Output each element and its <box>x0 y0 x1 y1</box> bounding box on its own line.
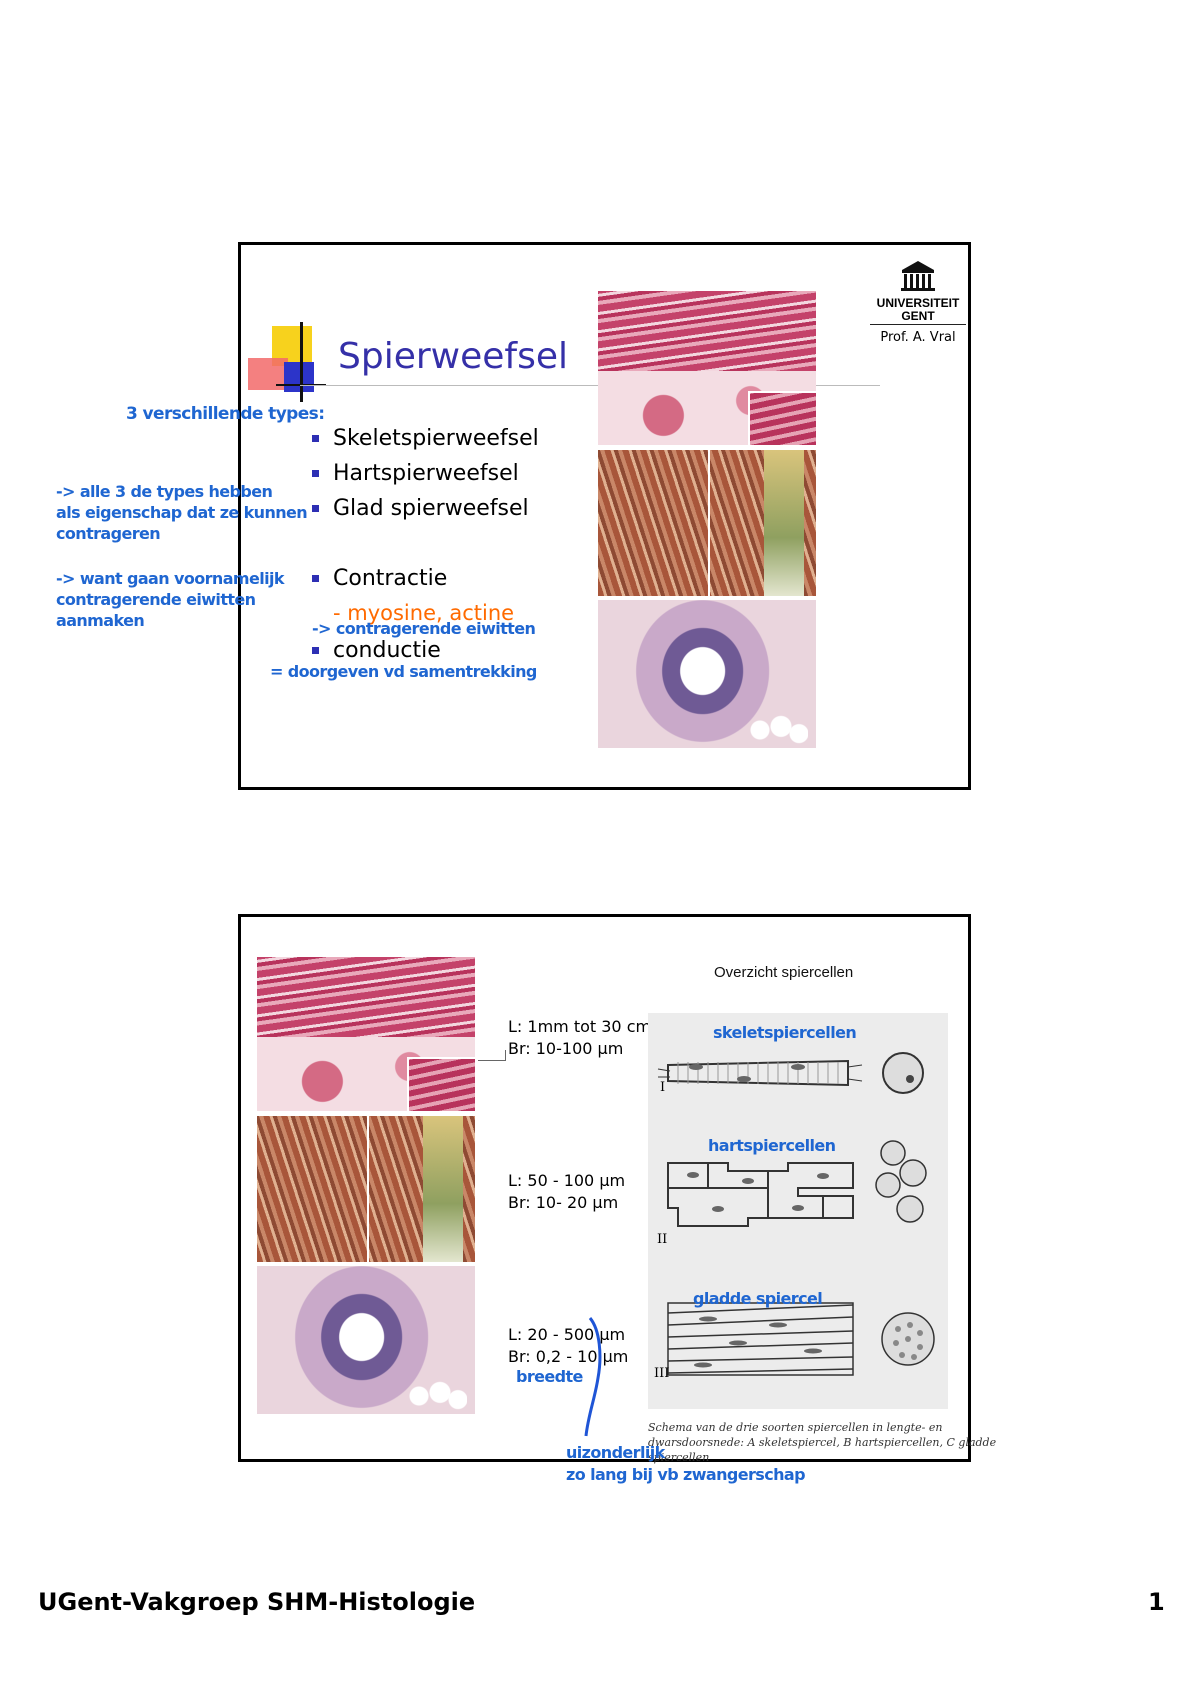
note-uitzonderlijk: uizonderlijk <box>566 1443 665 1462</box>
connector-line-vertical <box>505 1050 506 1061</box>
logo-line-1: UNIVERSITEIT <box>876 296 960 310</box>
roman-numeral-1: I <box>660 1080 666 1095</box>
note-eigenschap-3: contrageren <box>56 524 161 543</box>
skeletal-muscle-photo-2 <box>257 957 475 1111</box>
note-want-1: -> want gaan voornamelijk <box>56 569 285 588</box>
bullet-square-icon <box>312 435 319 442</box>
note-eigenschap-1: -> alle 3 de types hebben <box>56 482 273 501</box>
logo-underline <box>870 324 966 325</box>
skeletal-muscle-photo <box>598 291 816 445</box>
measure-skeletal-width: Br: 10-100 µm <box>508 1039 624 1058</box>
muscle-cell-diagram-svg <box>657 1052 935 1376</box>
roman-numeral-2: II <box>657 1232 668 1247</box>
note-eigenschap-2: als eigenschap dat ze kunnen <box>56 503 308 522</box>
handwritten-bracket <box>584 1317 602 1437</box>
note-zwangerschap: zo lang bij vb zwangerschap <box>566 1465 806 1484</box>
note-skeletspiercellen: skeletspiercellen <box>713 1023 857 1042</box>
cardiac-muscle-photo <box>598 450 816 596</box>
measure-skeletal-length: L: 1mm tot 30 cm <box>508 1017 652 1036</box>
bullet-square-icon <box>312 575 319 582</box>
figure-title: Overzicht spiercellen <box>714 964 854 981</box>
note-hartspiercellen: hartspiercellen <box>708 1136 836 1155</box>
bullet-square-icon <box>312 647 319 654</box>
footer-page-number: 1 <box>1148 1588 1165 1616</box>
note-want-3: aanmaken <box>56 611 145 630</box>
bullet-hartspierweefsel: Hartspierweefsel <box>312 461 519 486</box>
note-types: 3 verschillende types: <box>126 404 325 424</box>
bullet-square-icon <box>312 470 319 477</box>
bullet-skeletspierweefsel: Skeletspierweefsel <box>312 426 539 451</box>
footer-department: UGent-Vakgroep SHM-Histologie <box>38 1588 476 1616</box>
note-contragerende-eiwitten: -> contragerende eiwitten <box>312 619 536 638</box>
figure-caption-line-1: Schema van de drie soorten spiercellen i… <box>648 1421 943 1434</box>
measure-cardiac-length: L: 50 - 100 µm <box>508 1171 626 1190</box>
bullet-glad-spierweefsel: Glad spierweefsel <box>312 496 529 521</box>
note-doorgeven: = doorgeven vd samentrekking <box>270 662 537 681</box>
university-building-icon <box>901 261 935 291</box>
title-decoration <box>248 322 328 402</box>
note-breedte: breedte <box>516 1367 583 1386</box>
logo-line-2: GENT <box>901 309 935 323</box>
university-logo <box>868 258 968 298</box>
measure-cardiac-width: Br: 10- 20 µm <box>508 1193 619 1212</box>
connector-line <box>478 1060 506 1061</box>
title-underline <box>300 385 880 386</box>
cardiac-fibre-drawing <box>667 1162 854 1227</box>
note-want-2: contragerende eiwitten <box>56 590 256 609</box>
figure-caption-line-3: spiercellen <box>648 1451 710 1464</box>
skeletal-fibre-drawing <box>657 1052 924 1094</box>
smooth-muscle-photo-2 <box>257 1266 475 1414</box>
bullet-square-icon <box>312 505 319 512</box>
note-gladde-spiercel: gladde spiercel <box>693 1289 823 1308</box>
smooth-muscle-photo <box>598 600 816 748</box>
figure-caption-line-2: dwarsdoorsnede: A skeletspiercel, B hart… <box>648 1436 997 1449</box>
cardiac-muscle-photo-2 <box>257 1116 475 1262</box>
smooth-fibre-drawing <box>667 1302 854 1376</box>
bullet-contractie: Contractie <box>312 566 447 591</box>
professor-name: Prof. A. Vral <box>880 330 956 345</box>
measure-smooth-width: Br: 0,2 - 10 µm <box>508 1347 629 1366</box>
sub-bullet-myosine-actine: - myosine, actine <box>333 601 515 625</box>
muscle-cell-diagram <box>648 1013 948 1409</box>
measure-smooth-length: L: 20 - 500 µm <box>508 1325 626 1344</box>
roman-numeral-3: III <box>654 1366 670 1381</box>
bullet-conductie: conductie <box>312 638 441 663</box>
slide-title: Spierweefsel <box>338 336 568 377</box>
